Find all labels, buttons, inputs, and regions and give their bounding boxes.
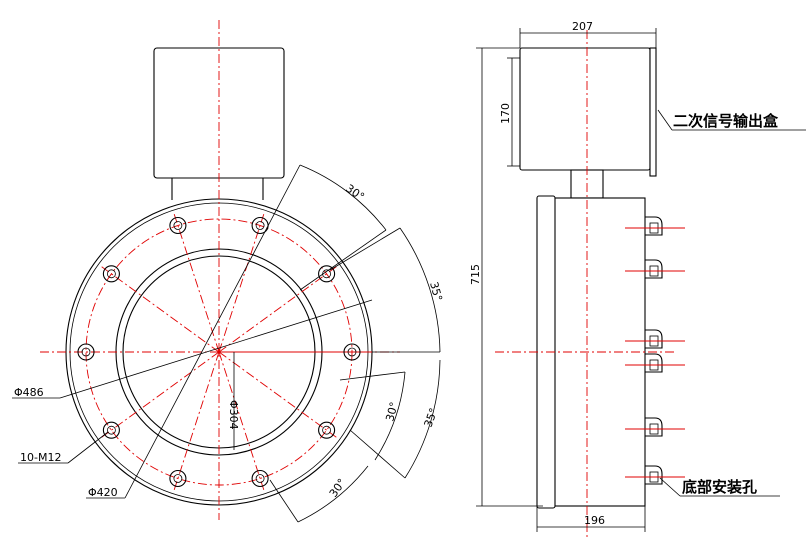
mounting-lug <box>645 417 663 437</box>
dim-bolts: 10-M12 <box>20 451 61 464</box>
bolt-hole-inner <box>107 425 116 435</box>
bolt-hole <box>318 421 336 439</box>
bolt-holes <box>77 216 361 488</box>
dim-total-height: 715 <box>469 264 482 285</box>
angle-ext-5 <box>269 479 299 523</box>
side-box-flange <box>649 47 657 177</box>
angle-arc-bottom <box>297 465 369 523</box>
label-signal-box: 二次信号输出盒 <box>673 112 779 130</box>
bolt-hole <box>102 421 120 439</box>
angle-ext-4 <box>349 429 406 479</box>
angle-label-2: 35° <box>427 280 445 302</box>
mounting-lug <box>645 465 663 485</box>
angle-label-5: 30° <box>327 476 349 499</box>
bolt-hole <box>169 216 187 235</box>
dim-outer-diameter: Φ486 <box>14 386 44 399</box>
angle-arc-right-lower <box>404 359 441 479</box>
angle-label-3: 30° <box>383 401 401 423</box>
bolt-hole <box>251 469 269 488</box>
bolt-hole-inner <box>322 425 331 435</box>
radial-centerline <box>218 213 265 353</box>
leader-mount-holes <box>659 477 681 497</box>
mounting-lug <box>645 353 663 373</box>
angle-ext-2 <box>329 227 401 271</box>
mounting-lug <box>645 259 663 279</box>
radial-centerline <box>218 351 337 438</box>
radial-centerline <box>173 351 220 491</box>
angle-label-1: 30° <box>343 182 366 204</box>
angle-arc-right-mid <box>374 371 406 461</box>
angle-arc-top <box>299 164 387 231</box>
side-signal-box <box>519 47 651 171</box>
dim-inner-diameter: Φ304 <box>227 400 240 430</box>
angle-label-4: 35° <box>422 406 441 429</box>
front-view: Φ486 10-M12 Φ420 Φ304 30° 35° 30° 35° 30… <box>12 20 445 523</box>
dim-box-width: 207 <box>572 20 593 33</box>
mounting-lug <box>645 216 663 236</box>
angle-arc-right-upper <box>399 227 441 353</box>
bolt-radial-lines <box>74 213 364 491</box>
bolt-hole-inner <box>173 221 183 230</box>
bolt-hole-inner <box>255 221 265 230</box>
mounting-lug <box>645 329 663 349</box>
radial-centerline <box>173 213 220 353</box>
bolt-hole-inner <box>81 347 91 357</box>
bolt-hole <box>318 265 336 283</box>
radial-centerline <box>218 351 265 491</box>
radial-centerline <box>101 351 220 438</box>
leader-signal-box <box>657 109 673 131</box>
angle-ext-1 <box>299 229 387 291</box>
radial-centerline <box>101 266 220 353</box>
radial-centerline <box>218 266 337 353</box>
bolt-hole <box>169 469 187 488</box>
label-mount-holes: 底部安装孔 <box>682 478 757 496</box>
angle-ext-3 <box>339 371 406 381</box>
dim-body-width: 196 <box>584 514 605 527</box>
bolt-hole-inner <box>347 347 357 357</box>
bolt-hole <box>343 343 361 361</box>
bolt-hole-inner <box>107 269 116 279</box>
bolt-hole-inner <box>173 474 183 483</box>
dim-line-outer <box>59 299 373 399</box>
leader-bolts <box>67 431 109 464</box>
bolt-hole <box>102 265 120 283</box>
side-view: 207 170 715 196 二次信号输出盒 底部安装孔 <box>469 20 806 540</box>
bolt-hole <box>77 343 95 361</box>
mounting-lugs <box>625 216 685 485</box>
dim-line-bolt-circle <box>124 164 301 499</box>
bolt-hole-inner <box>255 474 265 483</box>
dim-bolt-circle-diameter: Φ420 <box>88 486 118 499</box>
dim-box-height: 170 <box>499 103 512 124</box>
